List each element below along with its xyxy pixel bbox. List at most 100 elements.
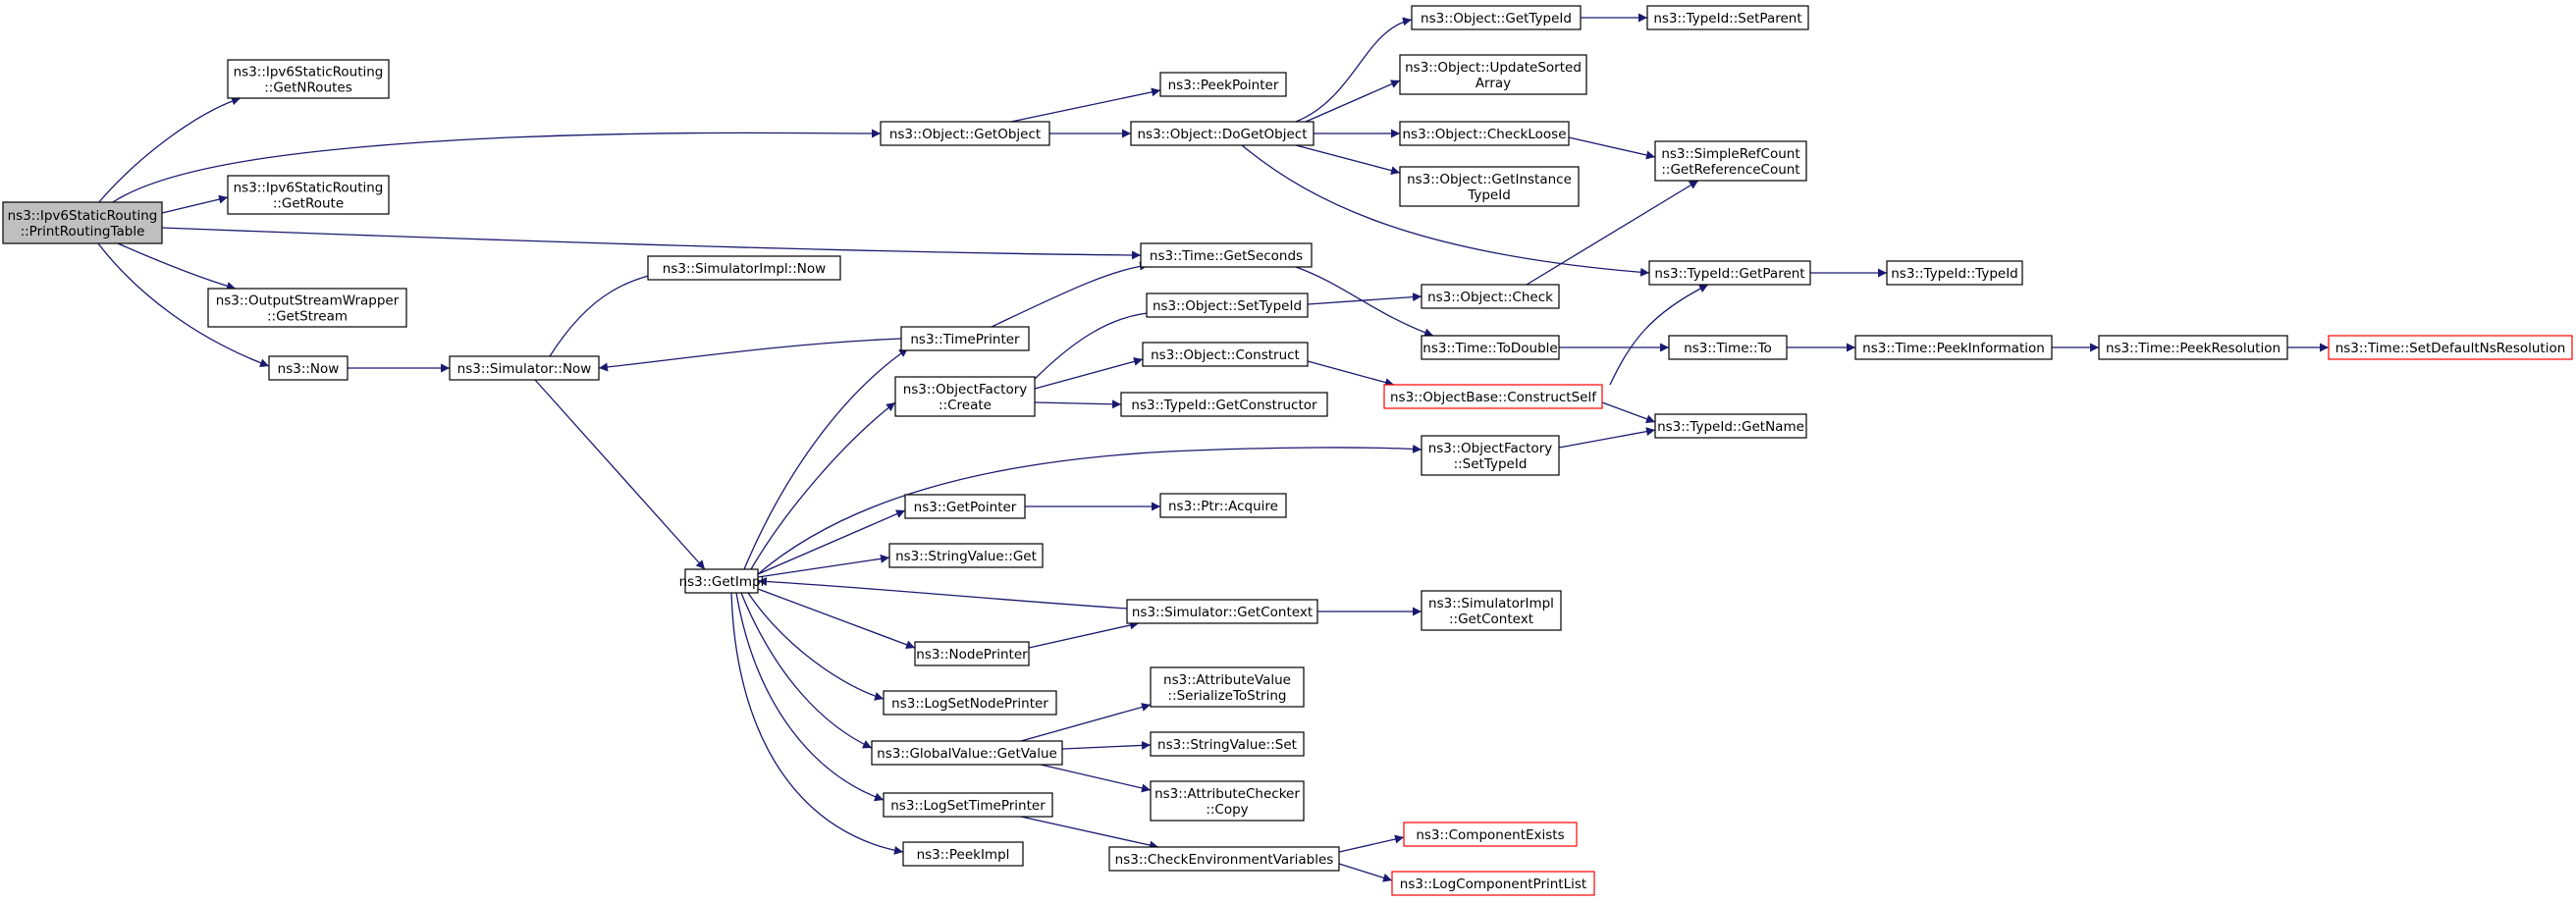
- node-simimplnow[interactable]: ns3::SimulatorImpl::Now: [647, 255, 841, 281]
- node-label-getroute-line2: ::GetRoute: [273, 196, 344, 212]
- node-label-objfactsettypeid-line2: ::SetTypeId: [1454, 456, 1528, 472]
- node-logcomponentprint[interactable]: ns3::LogComponentPrintList: [1391, 871, 1595, 896]
- node-attrcheckercopy[interactable]: ns3::AttributeChecker::Copy: [1150, 780, 1305, 822]
- node-box-stringvalueget: [888, 543, 1044, 568]
- node-label-attrserialize-line1: ns3::AttributeValue: [1163, 672, 1291, 688]
- edge-simnow-to-getimpl: [534, 379, 706, 570]
- node-attrserialize[interactable]: ns3::AttributeValue::SerializeToString: [1150, 666, 1305, 708]
- edge-dogetobject-to-getinstance: [1295, 144, 1401, 176]
- node-simnow[interactable]: ns3::Simulator::Now: [449, 355, 600, 381]
- node-label-setparent: ns3::TypeId::SetParent: [1653, 11, 1801, 27]
- node-checkloose[interactable]: ns3::Object::CheckLoose: [1399, 121, 1570, 146]
- node-getimpl[interactable]: ns3::GetImpl: [679, 568, 765, 594]
- node-objfactsettypeid[interactable]: ns3::ObjectFactory::SetTypeId: [1421, 435, 1560, 476]
- node-label-getroute-line1: ns3::Ipv6StaticRouting: [234, 181, 384, 196]
- node-label-peekpointer: ns3::PeekPointer: [1168, 78, 1279, 93]
- node-objcheck[interactable]: ns3::Object::Check: [1421, 284, 1560, 309]
- node-box-setparent: [1646, 5, 1809, 30]
- node-ptracquire[interactable]: ns3::Ptr::Acquire: [1159, 493, 1287, 518]
- node-stringvalueget[interactable]: ns3::StringValue::Get: [888, 543, 1044, 568]
- node-label-simimplnow: ns3::SimulatorImpl::Now: [663, 261, 826, 277]
- node-label-getnroutes-line2: ::GetNRoutes: [264, 80, 351, 96]
- node-todouble[interactable]: ns3::Time::ToDouble: [1421, 335, 1560, 360]
- node-label-root-line1: ns3::Ipv6StaticRouting: [8, 208, 158, 224]
- edge-getimpl-to-objfactsettypeid: [757, 444, 1422, 575]
- node-gettypeid[interactable]: ns3::Object::GetTypeId: [1411, 5, 1582, 30]
- node-box-logsetnodeprinter: [883, 690, 1057, 716]
- node-getname[interactable]: ns3::TypeId::GetName: [1654, 413, 1807, 439]
- node-timeto[interactable]: ns3::Time::To: [1668, 335, 1788, 360]
- edge-getimpl-to-peekimpl: [730, 592, 904, 855]
- node-label-objfactcreate-line2: ::Create: [939, 398, 992, 413]
- node-box-simimplgetcontext: [1421, 590, 1562, 631]
- node-label-stringvalueget: ns3::StringValue::Get: [895, 549, 1037, 564]
- node-box-checkloose: [1399, 121, 1570, 146]
- node-dogetobject[interactable]: ns3::Object::DoGetObject: [1130, 121, 1315, 146]
- node-now[interactable]: ns3::Now: [268, 355, 349, 381]
- node-logsettimeprinter[interactable]: ns3::LogSetTimePrinter: [883, 792, 1053, 818]
- node-getparent[interactable]: ns3::TypeId::GetParent: [1648, 260, 1811, 286]
- node-componentexists[interactable]: ns3::ComponentExists: [1403, 822, 1578, 847]
- node-label-root-line2: ::PrintRoutingTable: [21, 224, 145, 239]
- node-label-now: ns3::Now: [278, 361, 340, 377]
- node-label-peekimpl: ns3::PeekImpl: [917, 847, 1010, 863]
- node-box-simnow: [449, 355, 600, 381]
- node-box-simgetcontext: [1126, 599, 1318, 624]
- node-peekimpl[interactable]: ns3::PeekImpl: [902, 841, 1024, 867]
- node-simgetcontext[interactable]: ns3::Simulator::GetContext: [1126, 599, 1318, 624]
- node-objfactcreate[interactable]: ns3::ObjectFactory::Create: [894, 376, 1036, 417]
- edge-globalvalueget-to-attrserialize: [1020, 703, 1152, 742]
- node-timeprinter[interactable]: ns3::TimePrinter: [900, 326, 1030, 351]
- node-label-checkloose: ns3::Object::CheckLoose: [1402, 127, 1566, 142]
- node-box-peekres: [2098, 335, 2288, 360]
- edge-getimpl-to-logsetnodeprinter: [747, 592, 885, 701]
- node-getrefcount[interactable]: ns3::SimpleRefCount::GetReferenceCount: [1654, 140, 1807, 182]
- edge-root-to-getroute: [161, 194, 229, 214]
- node-logsetnodeprinter[interactable]: ns3::LogSetNodePrinter: [883, 690, 1057, 716]
- node-getconstructor[interactable]: ns3::TypeId::GetConstructor: [1120, 392, 1328, 417]
- edge-getobject-to-peekpointer: [1010, 87, 1161, 123]
- node-getobject[interactable]: ns3::Object::GetObject: [880, 121, 1050, 146]
- node-peekres[interactable]: ns3::Time::PeekResolution: [2098, 335, 2288, 360]
- edge-getimpl-to-globalvalueget: [740, 592, 873, 749]
- node-simimplgetcontext[interactable]: ns3::SimulatorImpl::GetContext: [1421, 590, 1562, 631]
- node-globalvalueget[interactable]: ns3::GlobalValue::GetValue: [871, 740, 1063, 766]
- node-typeidtypeid[interactable]: ns3::TypeId::TypeId: [1886, 260, 2023, 286]
- node-label-getstream-line1: ns3::OutputStreamWrapper: [216, 293, 400, 309]
- node-root[interactable]: ns3::Ipv6StaticRouting::PrintRoutingTabl…: [2, 201, 163, 244]
- node-setdefaultres[interactable]: ns3::Time::SetDefaultNsResolution: [2328, 335, 2573, 360]
- node-label-logcomponentprint: ns3::LogComponentPrintList: [1400, 876, 1586, 892]
- node-getstream[interactable]: ns3::OutputStreamWrapper::GetStream: [207, 288, 407, 328]
- node-label-updatesorted-line2: Array: [1476, 76, 1511, 91]
- node-objconstruct[interactable]: ns3::Object::Construct: [1142, 342, 1309, 367]
- node-label-simimplgetcontext-line2: ::GetContext: [1449, 611, 1533, 627]
- node-box-getinstance: [1399, 166, 1580, 207]
- node-label-getstream-line2: ::GetStream: [267, 309, 348, 325]
- node-setparent[interactable]: ns3::TypeId::SetParent: [1646, 5, 1809, 30]
- node-box-attrcheckercopy: [1150, 780, 1305, 822]
- node-getseconds[interactable]: ns3::Time::GetSeconds: [1140, 242, 1313, 268]
- node-peekinfo[interactable]: ns3::Time::PeekInformation: [1854, 335, 2053, 360]
- edge-objcheck-to-getrefcount: [1526, 180, 1699, 286]
- edge-root-to-getobject: [112, 129, 882, 203]
- node-getroute[interactable]: ns3::Ipv6StaticRouting::GetRoute: [227, 175, 390, 215]
- nodes-layer: ns3::Ipv6StaticRouting::PrintRoutingTabl…: [2, 5, 2573, 896]
- node-label-constructself: ns3::ObjectBase::ConstructSelf: [1390, 390, 1597, 405]
- node-label-objfactsettypeid-line1: ns3::ObjectFactory: [1428, 441, 1553, 456]
- node-peekpointer[interactable]: ns3::PeekPointer: [1159, 72, 1287, 97]
- node-label-setdefaultres: ns3::Time::SetDefaultNsResolution: [2335, 341, 2566, 356]
- node-getnroutes[interactable]: ns3::Ipv6StaticRouting::GetNRoutes: [227, 59, 390, 99]
- node-constructself[interactable]: ns3::ObjectBase::ConstructSelf: [1383, 384, 1603, 409]
- node-settypeid[interactable]: ns3::Object::SetTypeId: [1146, 292, 1309, 318]
- node-box-timeprinter: [900, 326, 1030, 351]
- node-stringvalueset[interactable]: ns3::StringValue::Set: [1150, 731, 1305, 757]
- node-label-timeto: ns3::Time::To: [1684, 341, 1772, 356]
- node-getpointer[interactable]: ns3::GetPointer: [904, 494, 1026, 519]
- node-checkenv[interactable]: ns3::CheckEnvironmentVariables: [1108, 846, 1340, 872]
- node-box-objfactcreate: [894, 376, 1036, 417]
- node-box-setdefaultres: [2328, 335, 2573, 360]
- node-label-globalvalueget: ns3::GlobalValue::GetValue: [877, 746, 1057, 762]
- node-nodeprinter[interactable]: ns3::NodePrinter: [914, 641, 1030, 666]
